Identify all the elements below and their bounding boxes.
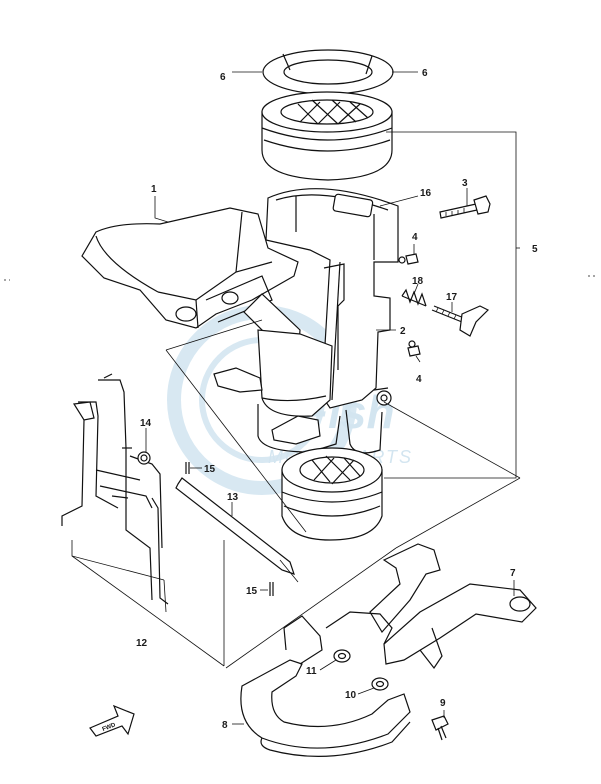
pin-15-upper [185, 462, 190, 474]
wing-bolt-17 [431, 305, 490, 337]
spring-18 [401, 288, 427, 307]
grease-nipple-lower [407, 340, 421, 357]
carrying-handle [61, 373, 225, 667]
callout-10: 10 [345, 690, 357, 701]
callout-1: 1 [151, 184, 157, 195]
callout-11: 11 [306, 666, 317, 677]
callout-17: 17 [446, 292, 458, 303]
callout-12: 12 [136, 638, 148, 649]
callout-15-upper: 15 [204, 464, 216, 475]
callout-7: 7 [510, 568, 516, 579]
callout-4-upper: 4 [412, 232, 418, 243]
nut-10 [371, 677, 389, 691]
callout-14: 14 [140, 418, 152, 429]
bolt-9 [431, 715, 449, 741]
callout-16: 16 [420, 188, 432, 199]
callout-15-lower: 15 [246, 586, 258, 597]
shaft-13 [175, 477, 299, 583]
callout-2: 2 [400, 326, 406, 337]
forward-mark-text: FWD [102, 722, 118, 733]
reference-dashes [4, 275, 598, 281]
callout-4-lower: 4 [416, 374, 422, 385]
assembly-leader-lines [165, 131, 521, 669]
clamp-arm [213, 293, 383, 454]
rubber-mount-upper [261, 91, 393, 181]
callout-6-left: 6 [220, 72, 226, 83]
callout-13: 13 [227, 492, 239, 503]
rubber-mount-lower [281, 447, 383, 541]
callout-6-right: 6 [422, 68, 428, 79]
pin-15-lower [269, 582, 274, 596]
callout-5: 5 [532, 244, 538, 255]
swivel-bracket [325, 543, 537, 670]
clip-14 [137, 451, 151, 465]
callout-8: 8 [222, 720, 228, 731]
grease-nipple-upper [398, 253, 419, 265]
leader-lines [145, 71, 515, 725]
nut-11 [333, 649, 351, 663]
part-callouts: 6 6 1 3 16 4 5 18 17 2 4 14 15 13 15 7 1… [136, 68, 538, 731]
callout-18: 18 [412, 276, 424, 287]
callout-3: 3 [462, 178, 468, 189]
forward-direction-mark: FWD [89, 704, 135, 737]
steering-housing [265, 188, 399, 409]
top-seal-ring [262, 49, 394, 95]
tiller-bracket [81, 207, 299, 329]
callout-9: 9 [440, 698, 446, 709]
bolt-3 [439, 195, 491, 219]
clamp-bracket [240, 615, 411, 757]
